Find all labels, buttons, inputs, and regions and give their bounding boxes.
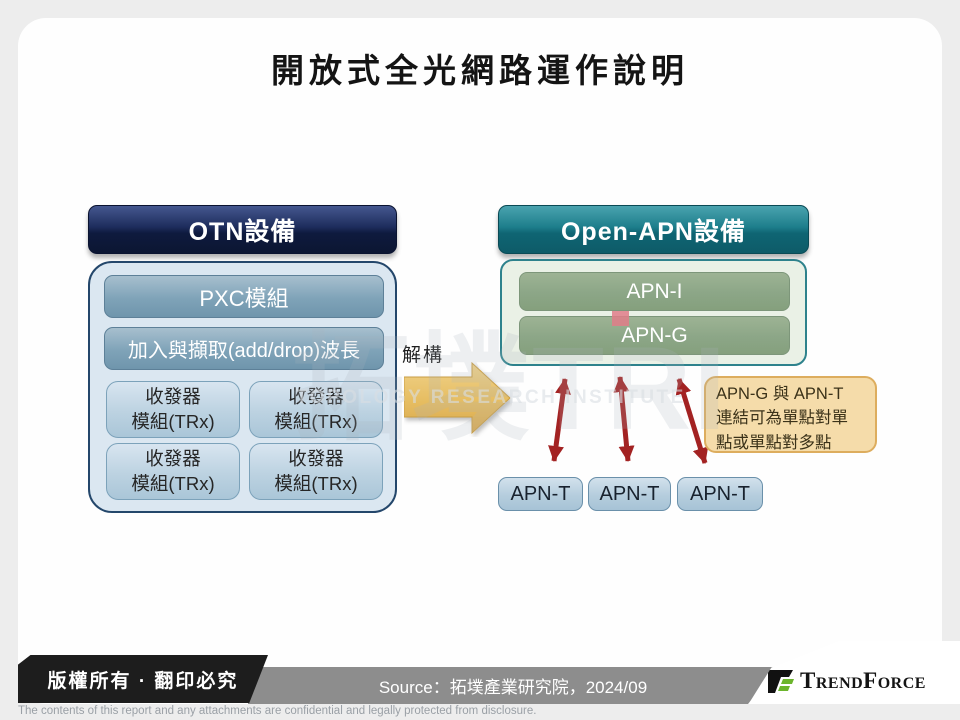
source-bar: Source：拓墣產業研究院，2024/09 [248,667,778,704]
deconstruct-label: 解構 [402,345,445,366]
transceiver-module-box: 收發器 模組(TRx) [249,381,383,438]
trx-label-line1: 收發器 [145,385,201,407]
apn-link-arrow [675,378,709,464]
pxc-module-box: PXC模組 [104,275,384,318]
trx-label-line1: 收發器 [288,447,344,469]
note-line: 連結可為單點對單 [716,409,848,428]
trendforce-logo: TrendForce [766,668,926,694]
otn-equipment-header: OTN設備 [88,205,397,254]
page-title: 開放式全光網路運作說明 [271,51,689,90]
transceiver-module-box: 收發器 模組(TRx) [106,381,240,438]
apn-t-box: APN-T [498,477,583,511]
trx-label-line1: 收發器 [288,385,344,407]
trx-label-line1: 收發器 [145,447,201,469]
trendforce-logo-icon [768,670,794,693]
note-line: APN-G 與 APN-T [716,385,844,403]
apn-g-box: APN-G [519,316,790,355]
brand-plate: TrendForce [748,641,960,704]
transceiver-module-box: 收發器 模組(TRx) [249,443,383,500]
trendforce-logo-text: TrendForce [800,668,926,693]
apn-link-arrow [613,376,635,462]
transceiver-module-box: 收發器 模組(TRx) [106,443,240,500]
add-drop-wavelength-box: 加入與擷取(add/drop)波長 [104,327,384,370]
trx-label-line2: 模組(TRx) [131,410,215,432]
apn-t-box: APN-T [677,477,763,511]
link-arrows [548,376,709,464]
trx-label-line2: 模組(TRx) [274,410,358,432]
right-arrow-icon [404,361,511,435]
open-apn-equipment-header: Open-APN設備 [498,205,809,254]
disclaimer-text: The contents of this report and any atta… [18,705,537,717]
apn-t-box: APN-T [588,477,671,511]
trx-label-line2: 模組(TRx) [131,472,215,494]
copyright-banner: 版權所有 · 翻印必究 [18,655,268,703]
note-line: 點或單點對多點 [716,433,832,452]
apn-link-arrow [548,378,571,462]
apn-i-box: APN-I [519,272,790,311]
trx-label-line2: 模組(TRx) [274,472,358,494]
apn-link-note: APN-G 與 APN-T 連結可為單點對單 點或單點對多點 [704,376,877,453]
